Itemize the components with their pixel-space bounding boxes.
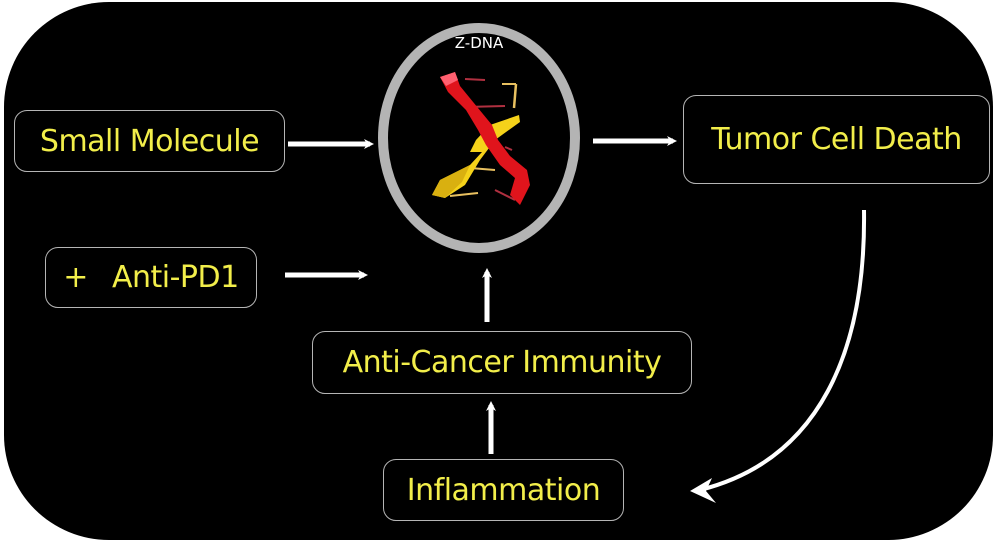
- node-inflammation: Inflammation: [383, 459, 624, 521]
- arrowhead-curved: [690, 478, 716, 503]
- z-dna-helix-icon: [432, 72, 530, 205]
- arrow-tumor-death-to-inflammation: [699, 209, 867, 492]
- node-small-molecule-label: Small Molecule: [39, 123, 260, 159]
- node-tumor-cell-death-label: Tumor Cell Death: [711, 122, 962, 157]
- node-anti-cancer-immunity-label: Anti-Cancer Immunity: [342, 345, 662, 380]
- node-inflammation-label: Inflammation: [406, 472, 601, 508]
- z-dna-label: Z-DNA: [454, 34, 504, 52]
- plus-symbol: +: [63, 260, 88, 295]
- node-small-molecule: Small Molecule: [14, 110, 285, 172]
- node-anti-pd1: + Anti-PD1: [45, 247, 257, 308]
- node-anti-pd1-label: Anti-PD1: [111, 260, 239, 295]
- node-anti-cancer-immunity: Anti-Cancer Immunity: [312, 331, 692, 394]
- z-dna-node: [378, 23, 580, 253]
- node-tumor-cell-death: Tumor Cell Death: [683, 95, 990, 184]
